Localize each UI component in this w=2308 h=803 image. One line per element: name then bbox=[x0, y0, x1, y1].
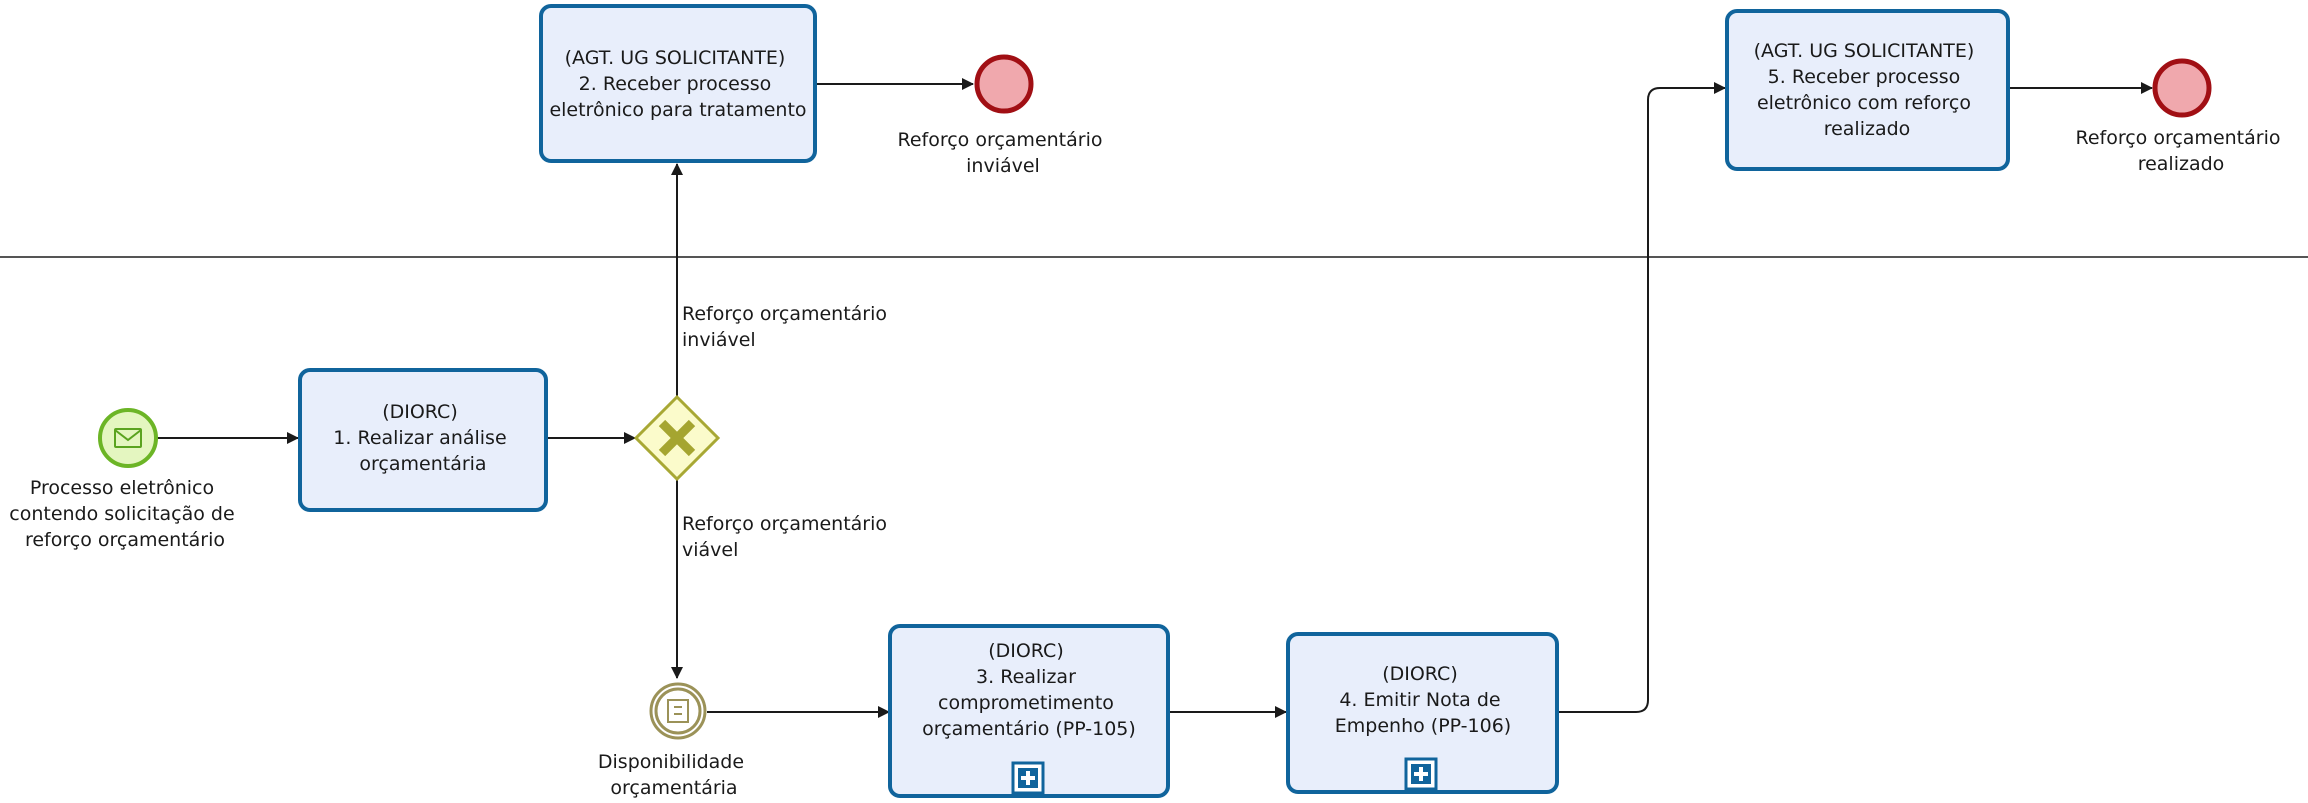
flow-label-viavel: Reforço orçamentário viável bbox=[682, 513, 893, 561]
subprocess-plus-icon[interactable] bbox=[1011, 761, 1045, 795]
task-1-realizar-analise[interactable]: (DIORC) 1. Realizar análise orçamentária bbox=[298, 368, 548, 512]
flow-task4-to-task5 bbox=[1557, 82, 1726, 713]
end-event-realizado[interactable] bbox=[2152, 58, 2212, 118]
task-5-receber-processo-reforco[interactable]: (AGT. UG SOLICITANTE) 5. Receber process… bbox=[1725, 9, 2010, 171]
conditional-icon bbox=[667, 699, 689, 723]
flow-label-inviavel: Reforço orçamentário inviável bbox=[682, 303, 893, 351]
start-event[interactable] bbox=[98, 408, 158, 468]
intermediate-conditional-event[interactable] bbox=[649, 682, 707, 740]
envelope-icon bbox=[114, 428, 142, 448]
task-2-label: (AGT. UG SOLICITANTE) 2. Receber process… bbox=[549, 47, 806, 121]
task-3-label: (DIORC) 3. Realizar comprometimento orça… bbox=[922, 640, 1136, 740]
task-5-label: (AGT. UG SOLICITANTE) 5. Receber process… bbox=[1754, 40, 1981, 140]
task-2-receber-processo[interactable]: (AGT. UG SOLICITANTE) 2. Receber process… bbox=[539, 4, 817, 163]
subprocess-plus-icon[interactable] bbox=[1404, 757, 1438, 791]
task-4-label: (DIORC) 4. Emitir Nota de Empenho (PP-10… bbox=[1335, 663, 1511, 737]
task-1-label: (DIORC) 1. Realizar análise orçamentária bbox=[333, 401, 512, 475]
start-event-label: Processo eletrônico contendo solicitação… bbox=[9, 477, 240, 551]
x-icon bbox=[658, 419, 696, 457]
sequence-flows bbox=[157, 78, 2153, 718]
end-event-inviavel[interactable] bbox=[974, 54, 1034, 114]
end-event-realizado-label: Reforço orçamentário realizado bbox=[2075, 127, 2286, 175]
exclusive-gateway[interactable] bbox=[633, 394, 721, 482]
intermediate-event-label: Disponibilidade orçamentária bbox=[598, 751, 750, 799]
end-event-inviavel-label: Reforço orçamentário inviável bbox=[897, 129, 1108, 177]
task-3-realizar-comprometimento[interactable]: (DIORC) 3. Realizar comprometimento orça… bbox=[888, 624, 1170, 798]
task-4-emitir-nota[interactable]: (DIORC) 4. Emitir Nota de Empenho (PP-10… bbox=[1286, 632, 1559, 794]
